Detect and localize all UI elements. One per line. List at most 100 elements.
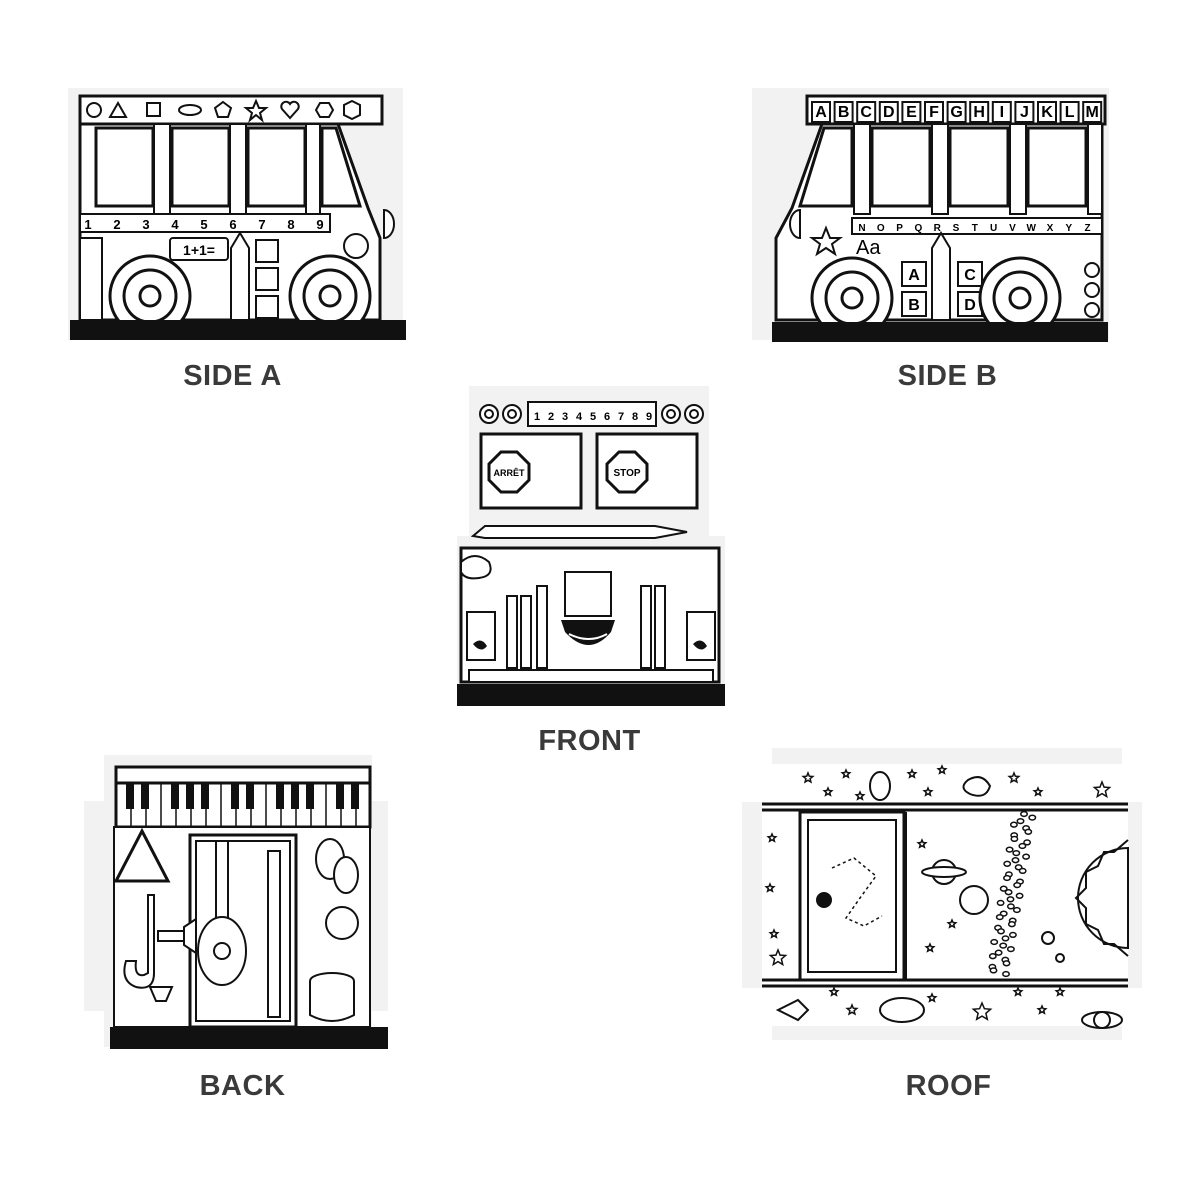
star-icon [926,992,938,1003]
asteroid [1016,817,1025,825]
star-icon [845,1003,859,1016]
strip-number: 4 [576,411,583,423]
strip-letter: T [972,223,978,234]
roof-panel [742,748,1147,1040]
asteroid [1008,931,1017,939]
strip-letter: Q [915,223,923,234]
stop-sign-right: STOP [605,450,649,494]
star-icon [840,768,852,779]
roof-label: ROOF [905,1070,992,1102]
alphabet-letter: G [950,104,962,121]
asteroid [1015,892,1024,899]
strip-letter: R [934,223,942,234]
star-icon [1032,786,1044,797]
letter-block-label: A [908,267,920,284]
strip-number: 9 [646,411,652,423]
asteroid [1002,970,1010,978]
strip-number: 7 [618,411,624,423]
ruler-number: 4 [171,217,179,232]
letter-block-label: D [964,297,976,314]
asteroid [1010,835,1019,843]
asteroid [1013,881,1022,889]
alphabet-letter: F [929,104,939,121]
asteroid [1003,874,1011,882]
alphabet-letter: H [973,104,985,121]
asteroid [988,953,997,960]
ruler-number: 7 [258,217,265,232]
alphabet-letter: B [838,104,850,121]
ruler-number: 5 [200,217,207,232]
asteroid [1006,896,1015,903]
asteroid [994,949,1003,956]
strip-letter: U [990,223,997,234]
star-icon [946,918,958,929]
star-icon [768,948,788,967]
alphabet-letter: C [860,104,872,121]
alphabet-letter: M [1086,104,1099,121]
asteroid [999,942,1008,949]
star-icon [764,882,776,893]
star-icon [971,1001,993,1021]
aa-text: Aa [856,237,881,259]
stars [764,764,1112,1021]
asteroid [1006,945,1015,953]
alphabet-letter: E [906,104,917,121]
stop-sign-left-text: ARRÊT [494,467,526,478]
star-icon [1036,1004,1048,1015]
asteroid [1007,921,1016,928]
star-icon [822,786,834,797]
letter-block [957,291,983,317]
star-icon [1092,780,1112,799]
roof-drawing [742,748,1142,1040]
sun-icon [1074,839,1129,957]
asteroid [1003,860,1012,867]
asteroid [1001,935,1010,942]
alphabet-letter: D [883,104,895,121]
strip-number: 1 [534,411,540,423]
strip-letter: P [896,223,903,234]
letter-block [901,261,927,287]
strip-letter: X [1047,223,1054,234]
wheels [810,256,1062,340]
triangle-icon [113,827,171,883]
strip-number: 5 [590,411,596,423]
letter-block [901,291,927,317]
ruler-number: 2 [113,217,120,232]
ruler-number: 8 [287,217,294,232]
ruler-number: 6 [229,217,236,232]
back-label: BACK [199,1070,286,1102]
back-panel [84,755,394,1053]
black-key [126,783,134,809]
trumpet-icon [148,917,197,1002]
asteroid [1023,839,1032,846]
star-icon [768,928,780,939]
strip-number: 3 [562,411,568,423]
calculator-text: 1+1= [183,242,215,258]
black-key [291,783,299,809]
guitar-icon [197,840,247,986]
stop-sign-right-text: STOP [613,468,640,479]
asteroid [1005,846,1014,853]
strip-letter: N [858,223,865,234]
strip-letter: V [1009,223,1016,234]
side-b-label: SIDE B [897,360,998,392]
alphabet-letter: K [1041,104,1053,121]
star-icon [828,986,840,997]
black-key [276,783,284,809]
star-icon [801,771,815,784]
flute-icon [267,850,281,1018]
strip-letter: W [1026,223,1036,234]
planets [921,859,1065,963]
side-a-label: SIDE A [183,360,282,392]
black-key [171,783,179,809]
piano-keys [115,783,359,827]
strip-letter: Y [1065,223,1072,234]
